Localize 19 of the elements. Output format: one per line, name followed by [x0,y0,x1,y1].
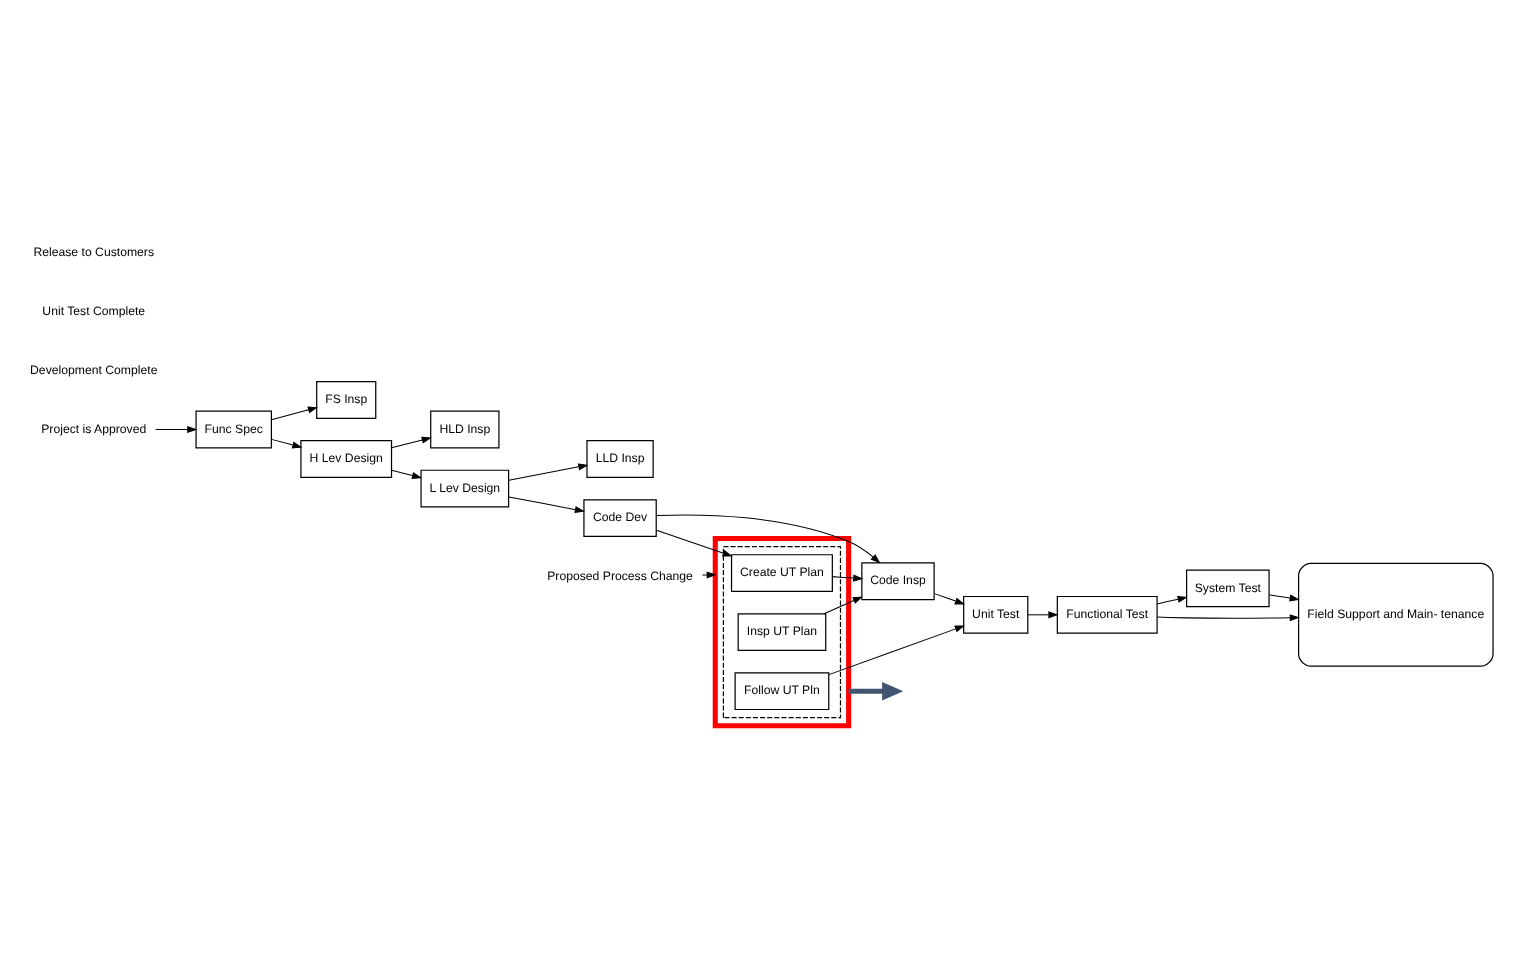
arrow [508,495,586,513]
arrow [828,624,966,675]
arrow [271,405,319,420]
arrow [1268,593,1300,601]
arrow [1027,610,1059,618]
arrow [656,528,733,556]
arrow [656,513,881,563]
arrow [391,435,432,448]
arrow [391,468,423,478]
arrow [155,424,198,433]
arrow [1156,613,1300,621]
arrow [271,437,303,448]
arrow [848,680,904,700]
arrow [1156,594,1188,604]
arrow [933,592,966,604]
arrow [832,573,864,581]
arrow [823,595,863,614]
arrow [508,462,589,480]
arrow [701,570,717,578]
